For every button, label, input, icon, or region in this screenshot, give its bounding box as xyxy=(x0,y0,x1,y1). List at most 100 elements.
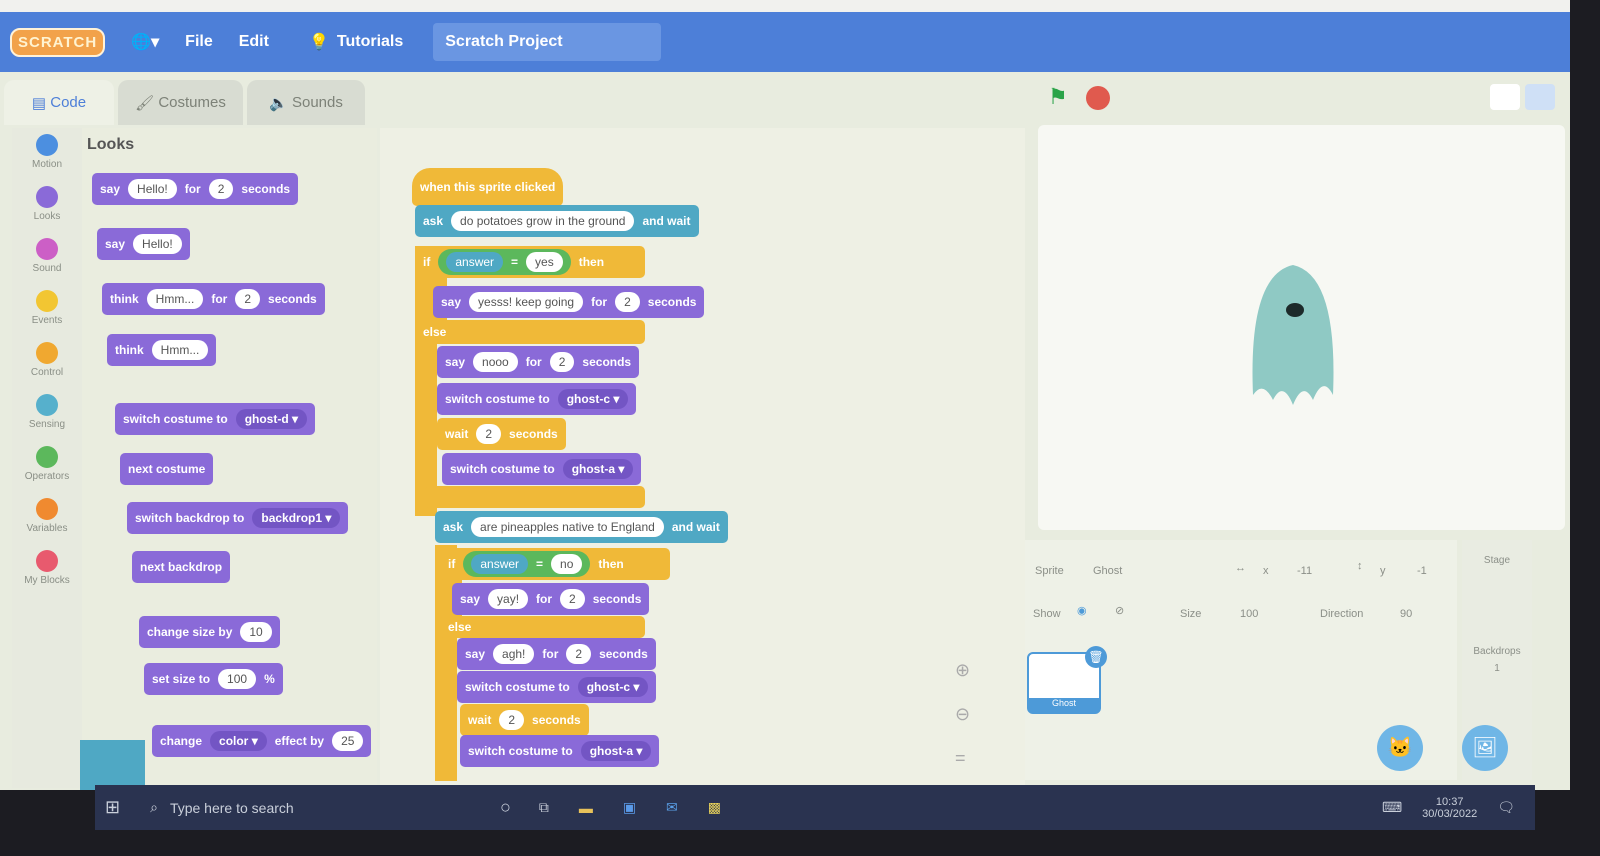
show-eye-icon[interactable]: ◉ xyxy=(1077,605,1087,617)
zoom-out-icon[interactable]: ⊖ xyxy=(955,704,971,724)
delete-sprite-icon[interactable]: 🗑 xyxy=(1085,646,1107,668)
block-input[interactable]: 2 xyxy=(615,292,640,312)
green-flag-button[interactable]: ⚑ xyxy=(1048,84,1068,109)
menu-edit[interactable]: Edit xyxy=(238,33,269,50)
block-dropdown[interactable]: backdrop1 ▾ xyxy=(252,508,341,528)
else-label[interactable]: else xyxy=(415,320,645,344)
block-input[interactable]: 2 xyxy=(235,289,261,309)
store-icon[interactable]: ▣ xyxy=(622,799,637,815)
y-input[interactable]: -1 xyxy=(1417,565,1427,577)
category-operators[interactable]: Operators xyxy=(12,440,82,492)
block-input[interactable]: 2 xyxy=(560,589,585,609)
tab-costumes[interactable]: 🖌 Costumes xyxy=(118,80,243,125)
task-view-icon[interactable]: ⧉ xyxy=(538,799,549,815)
next-backdrop-block[interactable]: next backdrop xyxy=(132,551,231,583)
category-control[interactable]: Control xyxy=(12,336,82,388)
scratch-logo[interactable]: SCRATCH xyxy=(10,27,106,57)
direction-input[interactable]: 90 xyxy=(1400,608,1413,620)
choose-backdrop-button[interactable]: 🖼 xyxy=(1462,725,1508,771)
when-sprite-clicked-hat[interactable]: when this sprite clicked xyxy=(412,168,564,206)
block-input[interactable]: 2 xyxy=(566,644,592,664)
block-input[interactable]: answer xyxy=(471,554,529,574)
tab-code[interactable]: ▤ Code xyxy=(4,80,114,125)
block-input[interactable]: Hmm... xyxy=(151,340,209,360)
category-variables[interactable]: Variables xyxy=(12,492,82,544)
category-events[interactable]: Events xyxy=(12,284,82,336)
block-input[interactable]: no xyxy=(551,554,583,574)
large-stage-button[interactable] xyxy=(1525,84,1555,110)
block-input[interactable]: are pineapples native to England xyxy=(471,517,664,537)
project-title-input[interactable]: Scratch Project xyxy=(433,23,662,61)
stage[interactable] xyxy=(1038,125,1565,530)
small-stage-button[interactable] xyxy=(1490,84,1520,110)
keyboard-icon[interactable]: ⌨ xyxy=(1381,799,1403,815)
c-block-end[interactable] xyxy=(425,486,645,508)
block-input[interactable]: Hello! xyxy=(128,179,177,199)
stop-button[interactable] xyxy=(1086,86,1110,110)
block-input[interactable]: 10 xyxy=(240,622,272,642)
block-input[interactable]: 100 xyxy=(218,669,257,689)
windows-start-icon[interactable]: ⊞ xyxy=(105,797,121,817)
scratch-app-icon[interactable]: ▩ xyxy=(707,799,722,815)
category-sound[interactable]: Sound xyxy=(12,232,82,284)
sprite-name-input[interactable]: Ghost xyxy=(1093,565,1123,577)
block-input[interactable]: Hello! xyxy=(133,234,182,254)
taskbar-search-input[interactable]: Type here to search xyxy=(169,799,294,816)
equals-operator-block[interactable]: answer=no xyxy=(463,551,591,577)
file-explorer-icon[interactable]: ▬ xyxy=(578,799,593,816)
block-dropdown[interactable]: color ▾ xyxy=(210,731,267,751)
choose-sprite-button[interactable]: 🐱 xyxy=(1377,725,1423,771)
cortana-icon[interactable]: ○ xyxy=(499,797,511,817)
block-input[interactable]: agh! xyxy=(493,644,535,664)
block-dropdown[interactable]: ghost-a ▾ xyxy=(580,741,652,761)
x-input[interactable]: -11 xyxy=(1297,565,1313,577)
zoom-in-icon[interactable]: ⊕ xyxy=(955,660,971,680)
block-input[interactable]: do potatoes grow in the ground xyxy=(451,211,635,231)
menu-file[interactable]: File xyxy=(185,33,213,50)
block-input[interactable]: yesss! keep going xyxy=(469,292,584,312)
block-input[interactable]: answer xyxy=(446,252,504,272)
ghost-sprite[interactable] xyxy=(1243,255,1343,415)
block-dropdown[interactable]: ghost-c ▾ xyxy=(557,389,629,409)
mail-icon[interactable]: ✉ xyxy=(666,799,678,815)
zoom-reset-icon[interactable]: = xyxy=(955,748,966,768)
block-input[interactable]: 2 xyxy=(499,710,525,730)
add-extension-button[interactable] xyxy=(80,740,145,790)
block-dropdown[interactable]: ghost-d ▾ xyxy=(235,409,308,429)
next-costume-block[interactable]: next costume xyxy=(120,453,214,485)
block-input[interactable]: 2 xyxy=(208,179,234,199)
category-sensing[interactable]: Sensing xyxy=(12,388,82,440)
block-input[interactable]: Hmm... xyxy=(146,289,204,309)
tab-sounds[interactable]: 🔈 Sounds xyxy=(247,80,365,125)
hide-eye-icon[interactable]: ⊘ xyxy=(1115,605,1125,617)
block-input[interactable]: 2 xyxy=(476,424,502,444)
category-my-blocks[interactable]: My Blocks xyxy=(12,544,82,596)
block-input[interactable]: yay! xyxy=(488,589,529,609)
category-motion[interactable]: Motion xyxy=(12,128,82,180)
block-dropdown[interactable]: ghost-c ▾ xyxy=(577,677,649,697)
block-input[interactable]: 2 xyxy=(549,352,575,372)
block-input[interactable]: nooo xyxy=(473,352,518,372)
